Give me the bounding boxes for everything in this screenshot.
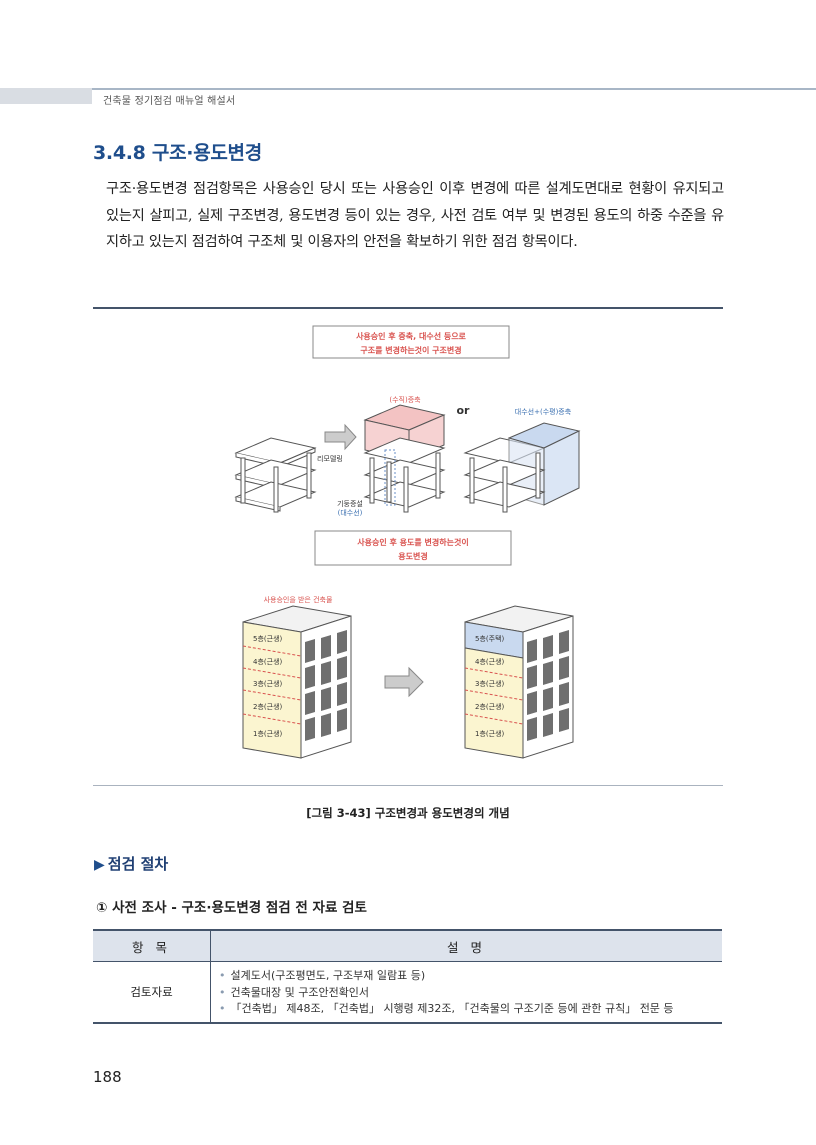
remodel-label: 리모델링 (317, 454, 343, 463)
list-item: •건축물대장 및 구조안전확인서 (219, 985, 370, 999)
table-header-item: 항 목 (93, 929, 211, 962)
figure-bottom-rule (93, 785, 723, 786)
running-title: 건축물 정기점검 매뉴얼 해설서 (103, 96, 236, 107)
bullet-icon: • (219, 969, 226, 982)
list-item: •설계도서(구조평면도, 구조부재 일람표 등) (219, 969, 426, 982)
table-cell-item: 검토자료 (93, 961, 211, 1024)
before-floor-2: 2층(근생) (253, 702, 283, 711)
column-label-1: 기둥증설 (337, 499, 363, 508)
section-title: 3.4.8 구조·용도변경 (93, 142, 262, 164)
vertical-extension-frame (363, 404, 446, 513)
list-item: •「건축법」 제48조, 「건축법」 시행령 제32조, 「건축물의 구조기준 … (219, 1002, 674, 1015)
box2-line1: 사용승인 후 용도를 변경하는것이 (357, 537, 468, 547)
after-floor-2: 2층(근생) (475, 702, 505, 711)
horizontal-extension-frame (463, 422, 581, 513)
review-table: 항 목 설 명 검토자료 •설계도서(구조평면도, 구조부재 일람표 등) •건… (93, 929, 722, 1024)
after-floor-3: 3층(근생) (475, 679, 505, 688)
column-label-2: (대수선) (338, 508, 363, 517)
use-change-box: 사용승인 후 용도를 변경하는것이 용도변경 (314, 530, 512, 566)
figure-top-rule (93, 307, 723, 309)
intro-paragraph: 구조·용도변경 점검항목은 사용승인 당시 또는 사용승인 이후 변경에 따른 … (106, 181, 724, 250)
box1-line1: 사용승인 후 증축, 대수선 등으로 (356, 331, 466, 341)
use-change-arrow-icon (384, 666, 424, 698)
before-floor-5: 5층(근생) (253, 634, 283, 643)
before-floor-3: 3층(근생) (253, 679, 283, 688)
before-building: 5층(근생) 4층(근생) 3층(근생) 2층(근생) 1층(근생) (242, 605, 352, 759)
structure-change-box: 사용승인 후 증축, 대수선 등으로 구조를 변경하는것이 구조변경 (312, 325, 510, 359)
before-floor-4: 4층(근생) (253, 657, 283, 666)
box2-line2: 용도변경 (398, 551, 427, 561)
remodel-arrow-icon (324, 423, 357, 451)
page-number: 188 (93, 1068, 122, 1086)
header-block (0, 88, 92, 104)
box1-line2: 구조를 변경하는것이 구조변경 (360, 345, 461, 355)
procedure-heading: ▶점검 절차 (94, 853, 168, 874)
horizontal-label: 대수선+(수평)증축 (515, 407, 572, 416)
after-floor-4: 4층(근생) (475, 657, 505, 666)
table-row: 검토자료 •설계도서(구조평면도, 구조부재 일람표 등) •건축물대장 및 구… (93, 961, 722, 1024)
figure-caption: [그림 3-43] 구조변경과 용도변경의 개념 (306, 806, 510, 820)
or-label: or (457, 404, 471, 417)
vertical-label: (수직)증축 (389, 395, 421, 404)
header-rule (92, 88, 816, 90)
figure-illustration: 사용승인 후 증축, 대수선 등으로 구조를 변경하는것이 구조변경 리모델링 … (234, 325, 581, 759)
after-building: 5층(주택) 4층(근생) 3층(근생) 2층(근생) 1층(근생) (464, 605, 574, 759)
procedure-heading-text: 점검 절차 (107, 855, 169, 873)
table-header-desc: 설 명 (210, 929, 722, 962)
before-floor-1: 1층(근생) (253, 729, 283, 738)
after-floor-1: 1층(근생) (475, 729, 505, 738)
table-cell-desc: •설계도서(구조평면도, 구조부재 일람표 등) •건축물대장 및 구조안전확인… (210, 961, 722, 1024)
after-floor-5: 5층(주택) (475, 634, 505, 643)
step-1-title: ① 사전 조사 - 구조·용도변경 점검 전 자료 검토 (96, 900, 367, 916)
triangle-icon: ▶ (94, 857, 105, 873)
bullet-icon: • (219, 1002, 226, 1015)
bullet-icon: • (219, 985, 226, 999)
original-frame (234, 437, 317, 513)
approved-label: 사용승인을 받은 건축물 (264, 595, 333, 604)
